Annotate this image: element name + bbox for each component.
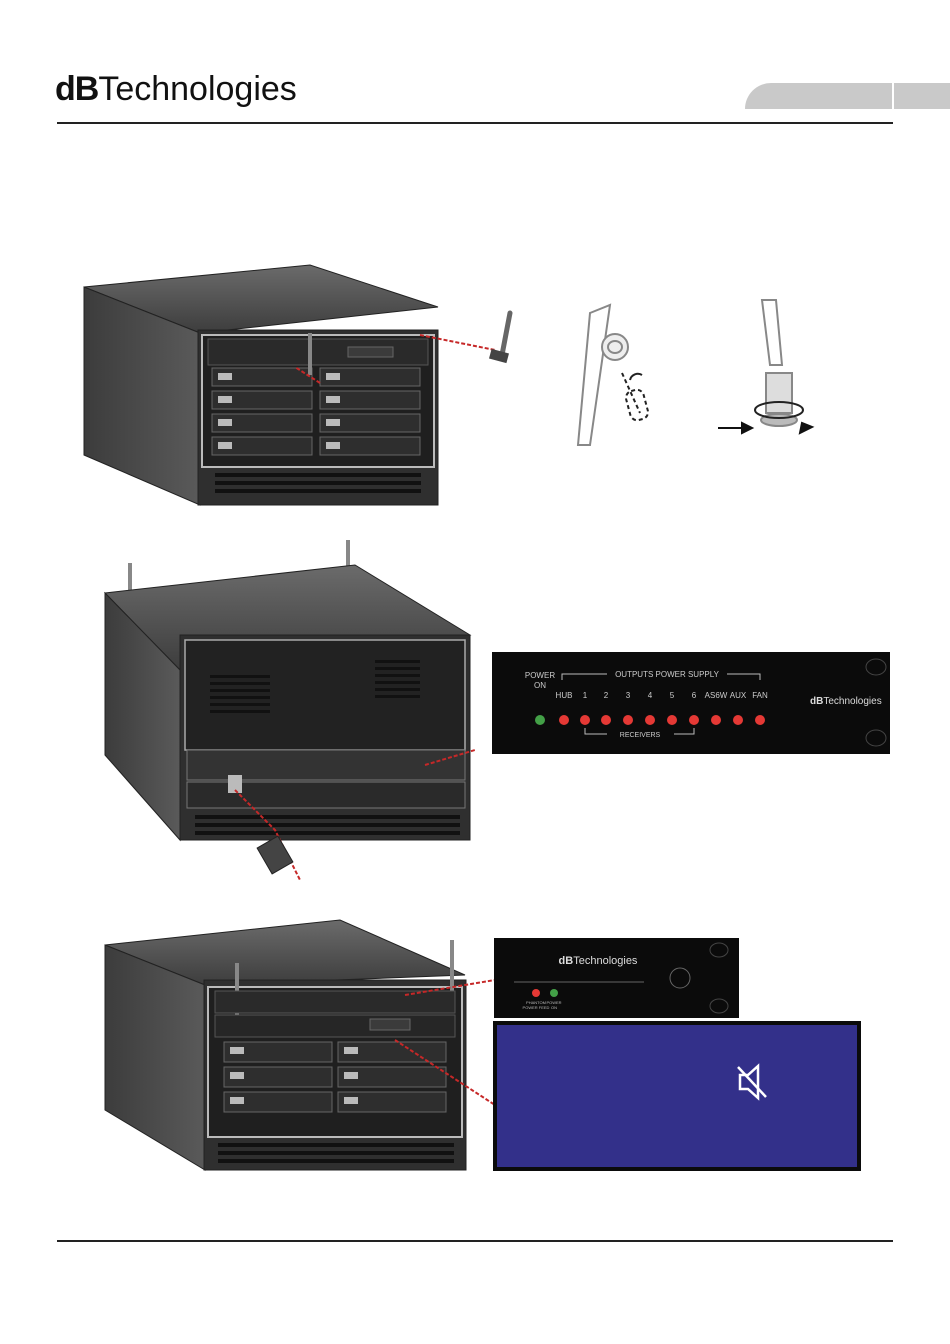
phantom-label-2: POWER FEED: [523, 1005, 550, 1010]
output-led: [580, 715, 590, 725]
output-led: [711, 715, 721, 725]
rack-cabinet-rear: [105, 540, 470, 840]
lcd-frame: [493, 1021, 861, 1171]
output-led: [733, 715, 743, 725]
phantom-power-led: [532, 989, 540, 997]
output-label: 6: [692, 691, 697, 700]
footer-rule: [57, 1240, 893, 1242]
output-led: [689, 715, 699, 725]
brand-logo-rest: Technologies: [98, 70, 296, 108]
output-led: [667, 715, 677, 725]
output-label: HUB: [556, 691, 573, 700]
output-label: AS6W: [705, 691, 728, 700]
output-label: AUX: [730, 691, 747, 700]
output-led: [559, 715, 569, 725]
output-label: 2: [604, 691, 609, 700]
page-tab: [745, 83, 950, 109]
outputs-title: OUTPUTS POWER SUPPLY: [615, 670, 720, 679]
output-label: FAN: [752, 691, 768, 700]
power-on-label-2: ON: [534, 681, 546, 690]
power-on-led-2: [550, 989, 558, 997]
figure-front-rack-2: [100, 915, 495, 1175]
antenna-loose: [489, 313, 510, 363]
antenna-step-tilt: [578, 305, 650, 445]
output-led: [755, 715, 765, 725]
antenna-splitter-panel: dBTechnologies PHANTOM POWER FEED POWER …: [494, 938, 739, 1018]
figure-antenna-install: [70, 255, 830, 515]
power-on-led: [535, 715, 545, 725]
panel-brand: dBTechnologies: [810, 696, 882, 707]
brand-logo: dBTechnologies: [55, 70, 297, 109]
output-label: 4: [648, 691, 653, 700]
figure-rear-rack: [95, 535, 475, 885]
output-led: [623, 715, 633, 725]
output-led: [601, 715, 611, 725]
output-label: 3: [626, 691, 631, 700]
antenna-step-lock: [755, 300, 803, 426]
speaker-muted-icon: [734, 1063, 770, 1101]
rack-cabinet-front-2: [105, 920, 466, 1170]
rack-cabinet-front: [84, 265, 438, 505]
power-on-label: POWER: [525, 671, 555, 680]
receivers-label: RECEIVERS: [620, 732, 661, 739]
panel-brand-2: dBTechnologies: [559, 955, 638, 967]
brand-logo-bold: dB: [55, 70, 98, 108]
lcd-screen: [497, 1025, 857, 1167]
output-label: 1: [583, 691, 588, 700]
header-rule: [57, 122, 893, 124]
power-label-3: ON: [551, 1005, 557, 1010]
output-label: 5: [670, 691, 675, 700]
output-led: [645, 715, 655, 725]
